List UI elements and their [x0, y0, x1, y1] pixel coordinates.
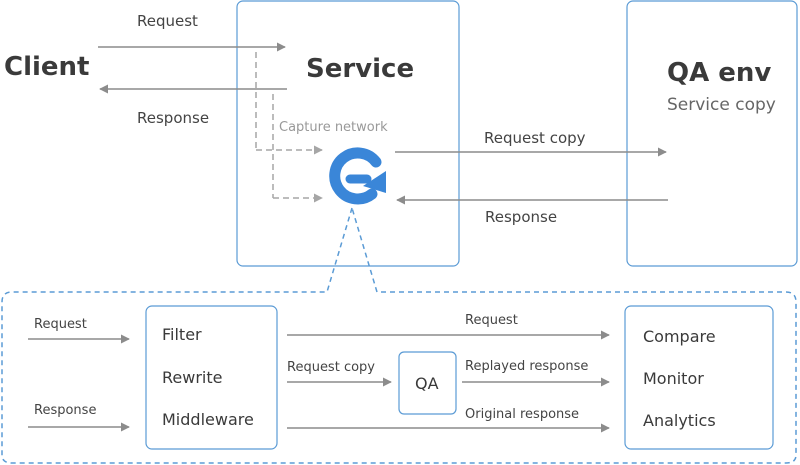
output-item-analytics: Analytics	[643, 411, 716, 430]
original-response-label: Original response	[465, 407, 580, 422]
service-label: Service	[306, 54, 415, 84]
capture-network-label: Capture network	[279, 120, 388, 135]
output-box	[624, 305, 774, 450]
qa-env-label: QA env	[667, 58, 772, 88]
capture-dashed-lines	[255, 52, 323, 203]
bottom-request-out-label: Request	[465, 313, 518, 328]
response-label: Response	[137, 109, 210, 127]
output-item-compare: Compare	[643, 327, 716, 346]
processing-box	[145, 305, 278, 450]
detail-frame	[1, 207, 797, 464]
bottom-request-in-label: Request	[34, 317, 87, 332]
processing-item-middleware: Middleware	[162, 410, 254, 429]
qa-box-label: QA	[415, 374, 439, 393]
bottom-request-copy-label: Request copy	[287, 360, 375, 375]
bottom-response-in-label: Response	[34, 403, 97, 418]
request-copy-label: Request copy	[484, 129, 586, 147]
qa-response-label: Response	[485, 208, 558, 226]
output-item-monitor: Monitor	[643, 369, 704, 388]
service-box	[236, 0, 460, 267]
qa-box	[398, 351, 457, 415]
qa-env-box	[626, 0, 798, 267]
request-label: Request	[137, 12, 198, 30]
processing-item-rewrite: Rewrite	[162, 368, 223, 387]
qa-env-sublabel: Service copy	[667, 95, 776, 115]
client-label: Client	[4, 52, 90, 82]
processing-item-filter: Filter	[162, 325, 202, 344]
replayed-response-label: Replayed response	[465, 359, 589, 374]
capture-logo-icon	[329, 147, 386, 205]
